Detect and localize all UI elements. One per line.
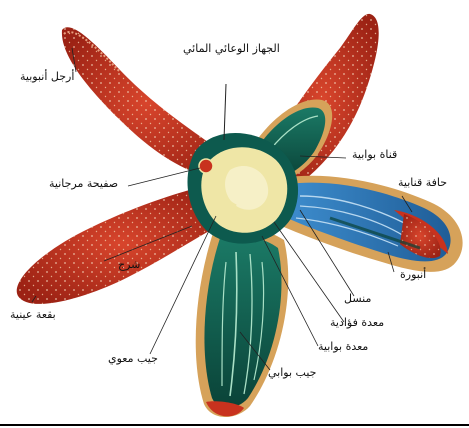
label-pyloric-caeca: جيب بوابي <box>268 366 316 379</box>
label-pyloric-duct: قناة بوابية <box>352 148 397 161</box>
label-gonad: منسل <box>344 292 371 305</box>
label-ampulla: أنبورة <box>400 268 426 281</box>
label-madreporite: صفيحة مرجانية <box>49 177 118 190</box>
bottom-rule <box>0 424 469 426</box>
label-eyespot: بقعة عينية <box>10 308 56 321</box>
central-disc <box>187 84 298 244</box>
arm-lower-dissected <box>196 227 289 417</box>
label-pyloric-stomach: معدة بوابية <box>318 340 368 353</box>
label-radial-canal-edge: حافة قنابية <box>398 176 447 189</box>
label-water-vascular-system: الجهاز الوعائي المائي <box>183 42 280 55</box>
label-tube-feet: أرجل أنبوبية <box>20 70 74 83</box>
label-cardiac-stomach: معدة فؤادية <box>330 316 384 329</box>
arm-right-dissected <box>272 176 463 272</box>
label-intestinal-caeca: جيب معوي <box>108 352 158 365</box>
label-anus: شرج <box>118 258 140 271</box>
